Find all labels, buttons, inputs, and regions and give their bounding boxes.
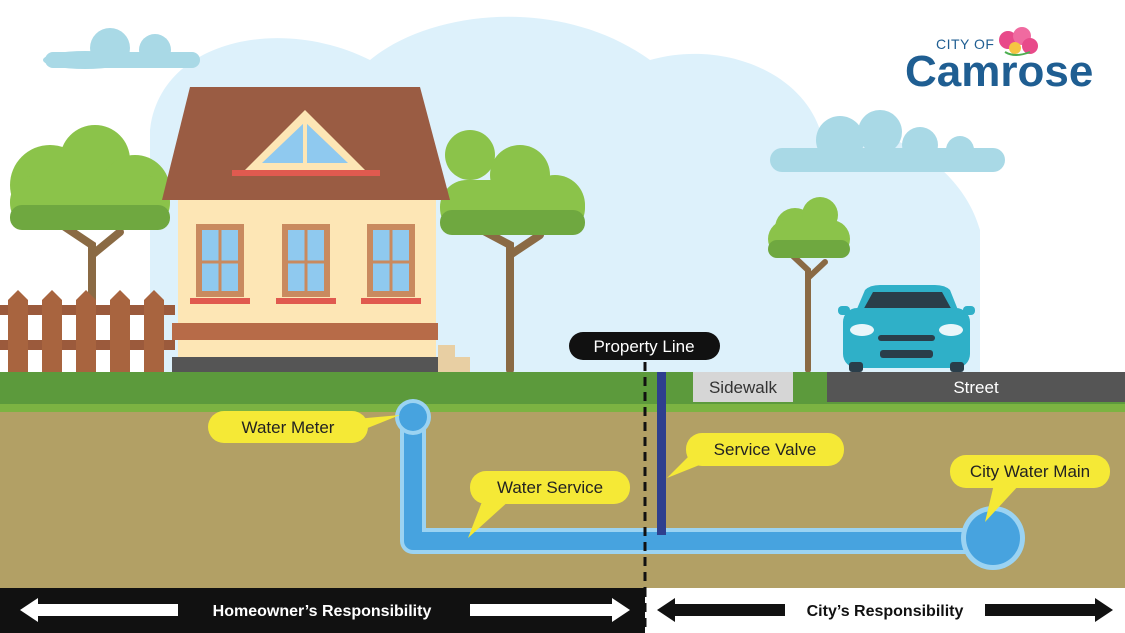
window-right [361, 224, 421, 304]
left-arrow-icon [20, 598, 178, 622]
water-pipe [395, 372, 1025, 570]
window-middle [276, 224, 336, 304]
city-left-arrow-icon [657, 598, 785, 622]
window-left [190, 224, 250, 304]
car [838, 285, 975, 372]
service-valve-icon [657, 372, 666, 535]
water-meter-label: Water Meter [242, 418, 335, 437]
tree-right [768, 197, 850, 373]
water-meter-callout: Water Meter [208, 411, 400, 443]
cloud-top-left [43, 28, 200, 69]
city-of-camrose-logo: CITY OF Camrose [905, 27, 1093, 96]
tree-middle [440, 130, 585, 374]
right-arrow-icon [470, 598, 630, 622]
flower-icon [999, 27, 1038, 56]
sidewalk-surface [693, 372, 793, 402]
service-valve-label: Service Valve [714, 440, 817, 459]
service-valve-callout: Service Valve [667, 433, 844, 478]
city-water-main-callout: City Water Main [950, 455, 1110, 522]
responsibility-band: Homeowner’s Responsibility City’s Respon… [0, 588, 1125, 633]
water-service-label: Water Service [497, 478, 603, 497]
logo-name: Camrose [905, 47, 1093, 96]
sidewalk-label: Sidewalk [709, 378, 778, 397]
city-responsibility-label: City’s Responsibility [807, 603, 964, 620]
city-right-arrow-icon [985, 598, 1113, 622]
picket-fence [0, 290, 175, 372]
property-line-tag: Property Line [569, 332, 720, 360]
water-service-callout: Water Service [468, 471, 630, 538]
cloud-right [770, 110, 1005, 172]
logo-prefix: CITY OF [936, 36, 994, 52]
house [162, 87, 470, 372]
street-label: Street [953, 378, 999, 397]
city-water-main-label: City Water Main [970, 462, 1090, 481]
street-surface [827, 372, 1125, 402]
property-line-label: Property Line [593, 337, 694, 356]
homeowner-responsibility-label: Homeowner’s Responsibility [213, 603, 432, 620]
ground-surface [0, 372, 1125, 412]
